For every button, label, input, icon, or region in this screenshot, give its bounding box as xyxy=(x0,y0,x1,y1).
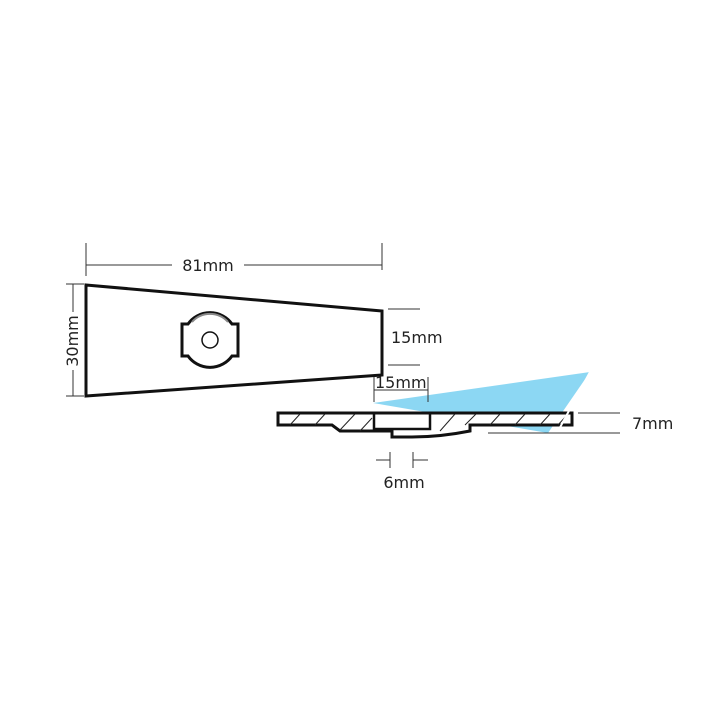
glass-edge xyxy=(556,371,591,434)
pivot-hole xyxy=(180,311,240,369)
dimension-thickness: 7mm xyxy=(488,412,673,434)
length-label: 81mm xyxy=(182,256,234,275)
top-view xyxy=(84,283,384,398)
overhang-label: 15mm xyxy=(375,373,427,392)
dimension-height-narrow: 15mm xyxy=(388,308,443,366)
slot-label: 6mm xyxy=(383,473,424,492)
dimension-length: 81mm xyxy=(85,243,383,276)
dimension-overhang: 15mm xyxy=(373,373,429,402)
section-hatching xyxy=(289,413,569,432)
height-wide-label: 30mm xyxy=(63,315,82,367)
side-view xyxy=(276,411,574,439)
height-narrow-label: 15mm xyxy=(391,328,443,347)
dimension-slot: 6mm xyxy=(376,452,428,492)
dimension-height-wide: 30mm xyxy=(63,283,84,397)
thickness-label: 7mm xyxy=(632,414,673,433)
